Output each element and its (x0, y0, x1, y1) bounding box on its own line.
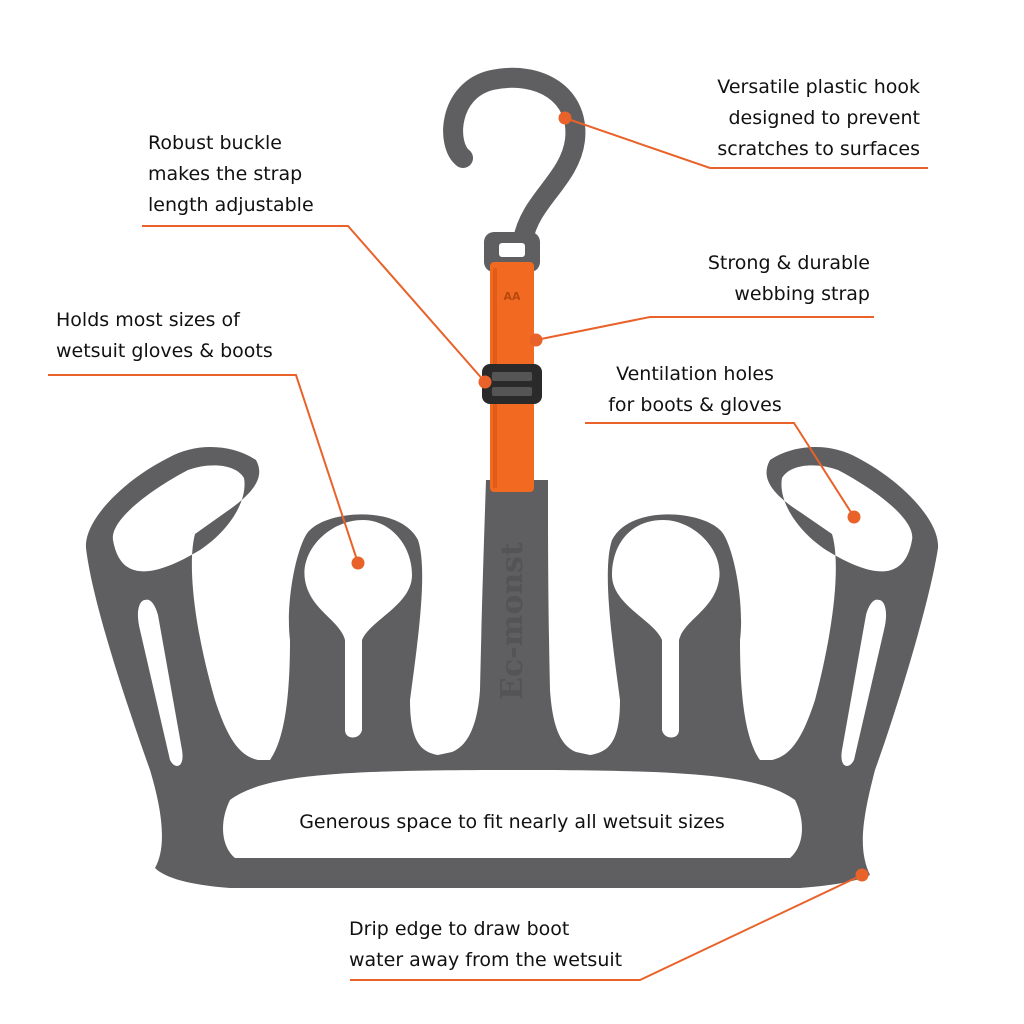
holds-callout-line: Holds most sizes of (56, 309, 240, 331)
buckle-callout-line: length adjustable (148, 194, 314, 216)
callout-dots (351, 111, 869, 882)
drip-callout-line: water away from the wetsuit (349, 949, 623, 971)
hook (443, 67, 586, 272)
hook-callout-line: scratches to surfaces (717, 138, 920, 160)
strap-logo: AA (503, 290, 521, 303)
ventilation-callout-line: Ventilation holes (616, 363, 774, 385)
buckle-callout-line: makes the strap (148, 163, 303, 185)
hook-callout-line: designed to prevent (728, 107, 920, 129)
ventilation-callout: Ventilation holes for boots & gloves (590, 359, 800, 421)
space-callout: Generous space to fit nearly all wetsuit… (0, 807, 1024, 838)
buckle-callout: Robust buckle makes the strap length adj… (148, 128, 314, 221)
strap-callout: Strong & durable webbing strap (708, 248, 870, 310)
buckle (482, 364, 542, 404)
strap-callout-line: webbing strap (734, 283, 870, 305)
holds-callout: Holds most sizes of wetsuit gloves & boo… (56, 305, 273, 367)
drip-callout-line: Drip edge to draw boot (349, 918, 570, 940)
space-callout-text: Generous space to fit nearly all wetsuit… (299, 811, 725, 833)
strap-callout-line: Strong & durable (707, 252, 870, 274)
holds-callout-line: wetsuit gloves & boots (56, 340, 273, 362)
hanger-body: Ec-monst (85, 446, 939, 888)
ventilation-callout-line: for boots & gloves (608, 394, 782, 416)
hook-callout: Versatile plastic hook designed to preve… (717, 72, 920, 165)
buckle-callout-line: Robust buckle (148, 132, 282, 154)
hook-callout-line: Versatile plastic hook (717, 76, 920, 98)
drip-edge-callout: Drip edge to draw boot water away from t… (349, 914, 622, 976)
callout-lines (48, 117, 928, 981)
embossed-brand: Ec-monst (495, 542, 530, 700)
